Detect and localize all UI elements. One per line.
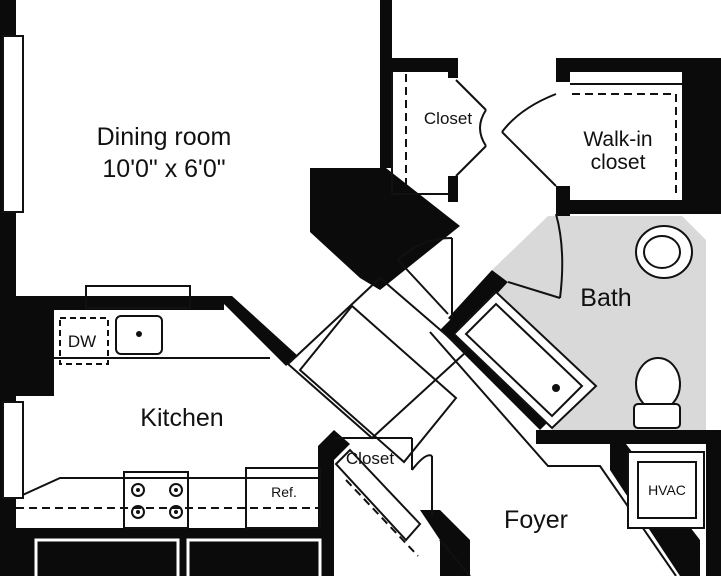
closet-lower-body — [334, 448, 422, 542]
closet-upper-door-a — [455, 79, 487, 111]
dining-room-label: Dining room — [97, 123, 232, 151]
wall-lower-closet — [318, 430, 350, 576]
wall-bottom — [0, 528, 330, 576]
burner-center — [136, 488, 140, 492]
toilet-bowl — [635, 357, 681, 411]
bath-label: Bath — [580, 284, 631, 312]
closet-upper-door-arc — [479, 109, 487, 147]
refrigerator-label: Ref. — [271, 484, 297, 500]
wall-closet-top-right — [448, 58, 458, 78]
wall-bath-bottom — [536, 430, 721, 444]
bath-door — [507, 281, 561, 299]
stove-outline — [123, 471, 189, 529]
hvac-label: HVAC — [648, 482, 686, 498]
wall-walkin-bottom — [556, 200, 721, 214]
base-cabinet-right — [186, 538, 322, 576]
burner-icon — [169, 505, 183, 519]
foyer-label: Foyer — [504, 506, 568, 534]
linework — [2, 35, 705, 576]
burner-center — [174, 510, 178, 514]
walkin-label-line2: closet — [591, 151, 646, 174]
burner-icon — [169, 483, 183, 497]
closet-upper-label: Closet — [424, 109, 472, 128]
ref-outline — [245, 467, 321, 529]
wall-walkin-top — [556, 58, 721, 72]
dining-window — [2, 35, 24, 213]
wall-walkin-left — [556, 58, 570, 82]
closet-lower-door-arc — [411, 454, 433, 471]
wall-closet-bottom-right — [448, 176, 458, 202]
dishwasher-outline — [59, 317, 109, 365]
wall-kitchen-top — [16, 296, 224, 310]
burner-icon — [131, 505, 145, 519]
dishwasher-label: DW — [68, 332, 96, 351]
closet-upper-door-b — [455, 145, 487, 177]
walkin-door — [501, 131, 557, 187]
hvac-unit — [627, 451, 705, 529]
wall-wedge — [310, 168, 460, 290]
wall-kitchen-diagonal — [216, 296, 298, 366]
wall-right-lower — [706, 440, 721, 576]
foyer-right-edge — [439, 539, 471, 576]
bath-sink-inner — [643, 235, 681, 269]
lower-counter — [15, 477, 320, 499]
corridor-panel-outer — [286, 276, 468, 440]
stove-burners — [131, 483, 183, 519]
kitchen-window — [2, 401, 24, 499]
corridor-door-jamb — [397, 259, 449, 315]
sink-drain — [136, 331, 142, 337]
wall-kitchen-left-block — [16, 310, 54, 396]
toilet-tank — [633, 403, 681, 429]
closet-lower-label: Closet — [346, 449, 394, 468]
wall-closet-top — [386, 58, 456, 72]
base-cabinet-left — [34, 538, 180, 576]
dining-room-dims: 10'0" x 6'0" — [102, 155, 225, 183]
tub-drain — [552, 384, 560, 392]
burner-center — [174, 488, 178, 492]
bathtub — [452, 290, 598, 430]
burner-center — [136, 510, 140, 514]
bathtub-inner — [464, 302, 584, 418]
bath-door-arc — [555, 213, 564, 299]
counter-top-ledge — [85, 285, 191, 309]
walkin-door-arc — [501, 93, 557, 133]
fixture-dots — [136, 331, 560, 514]
hvac-unit-inner — [637, 461, 697, 519]
kitchen-label: Kitchen — [140, 404, 223, 432]
wall-walkin-right — [682, 72, 721, 214]
closet-lower-rod — [345, 479, 419, 557]
sink-basin — [115, 315, 163, 355]
walkin-label-line1: Walk-in — [583, 128, 652, 151]
wall-bath-left-diagonal — [448, 270, 508, 330]
corridor-door-arc — [397, 237, 453, 261]
walkin-shelf — [572, 93, 677, 196]
corridor-panel — [298, 304, 458, 464]
wall-dining-right — [380, 0, 392, 168]
burner-icon — [131, 483, 145, 497]
